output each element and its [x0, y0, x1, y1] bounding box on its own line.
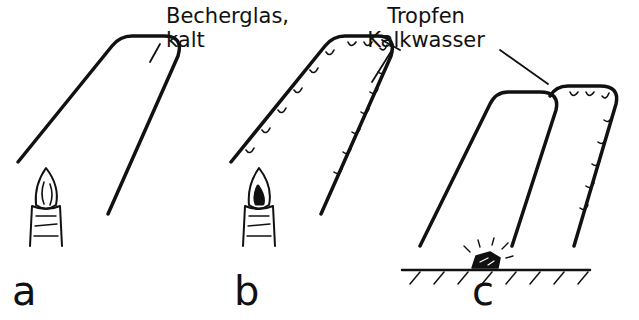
- water-drops: [570, 92, 612, 209]
- charcoal: [472, 252, 500, 268]
- water-drops: [246, 42, 387, 173]
- part-label: Becherglas, kalt: [166, 4, 296, 52]
- beaker: [18, 36, 179, 214]
- candle-flame: [249, 168, 270, 209]
- leader-line: [500, 50, 548, 84]
- ground-line: [402, 269, 590, 272]
- panel-letter: a: [12, 268, 52, 314]
- leader-line: [150, 44, 160, 62]
- candle: [30, 206, 62, 246]
- candle-flame: [36, 168, 57, 209]
- candle: [243, 206, 275, 246]
- beaker: [550, 86, 617, 246]
- beaker: [420, 92, 557, 246]
- beaker: [231, 36, 392, 214]
- part-label: Tropfen Kalkwasser: [356, 4, 496, 52]
- panel-letter: c: [472, 268, 512, 314]
- panel-letter: b: [234, 268, 274, 314]
